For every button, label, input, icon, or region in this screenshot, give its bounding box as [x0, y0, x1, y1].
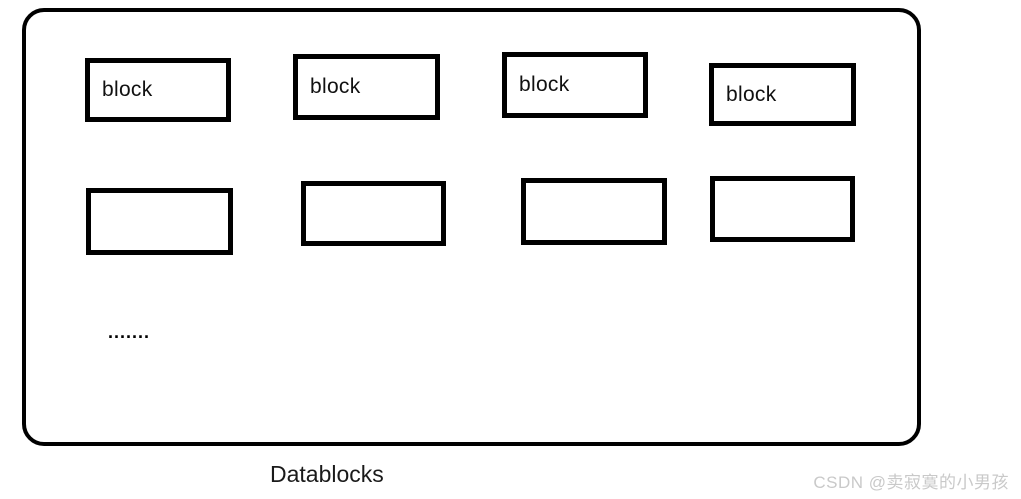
block-label: block — [519, 73, 570, 96]
block-label: block — [102, 78, 153, 101]
block-label: block — [310, 75, 361, 98]
block-row1-4: block — [709, 63, 856, 126]
block-row2-1 — [86, 188, 233, 255]
block-row1-2: block — [293, 54, 440, 120]
block-row2-2 — [301, 181, 446, 246]
block-row1-1: block — [85, 58, 231, 122]
block-row2-3 — [521, 178, 667, 245]
block-label: block — [726, 82, 777, 106]
block-row1-3: block — [502, 52, 648, 118]
ellipsis-dots: ....... — [108, 322, 151, 342]
watermark-text: CSDN @卖寂寞的小男孩 — [813, 473, 1009, 492]
diagram-caption: Datablocks — [270, 461, 384, 487]
block-row2-4 — [710, 176, 855, 242]
